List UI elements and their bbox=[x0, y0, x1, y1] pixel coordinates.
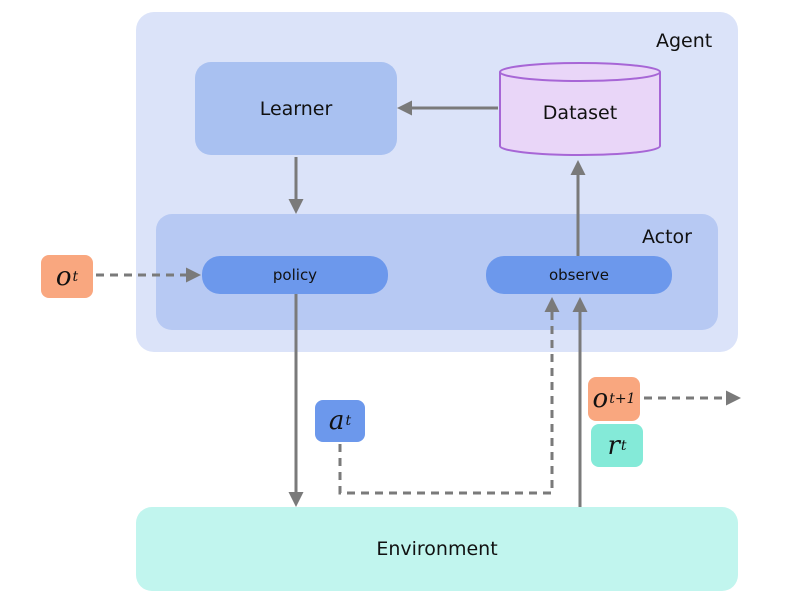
learner-box: Learner bbox=[195, 62, 397, 155]
agent-label: Agent bbox=[656, 30, 713, 52]
dataset-label: Dataset bbox=[542, 102, 618, 124]
policy-node: policy bbox=[202, 256, 388, 294]
environment-box: Environment bbox=[136, 507, 738, 591]
actor-label: Actor bbox=[642, 226, 692, 248]
observe-node: observe bbox=[486, 256, 672, 294]
action-to-observe-arrow bbox=[338, 297, 560, 495]
